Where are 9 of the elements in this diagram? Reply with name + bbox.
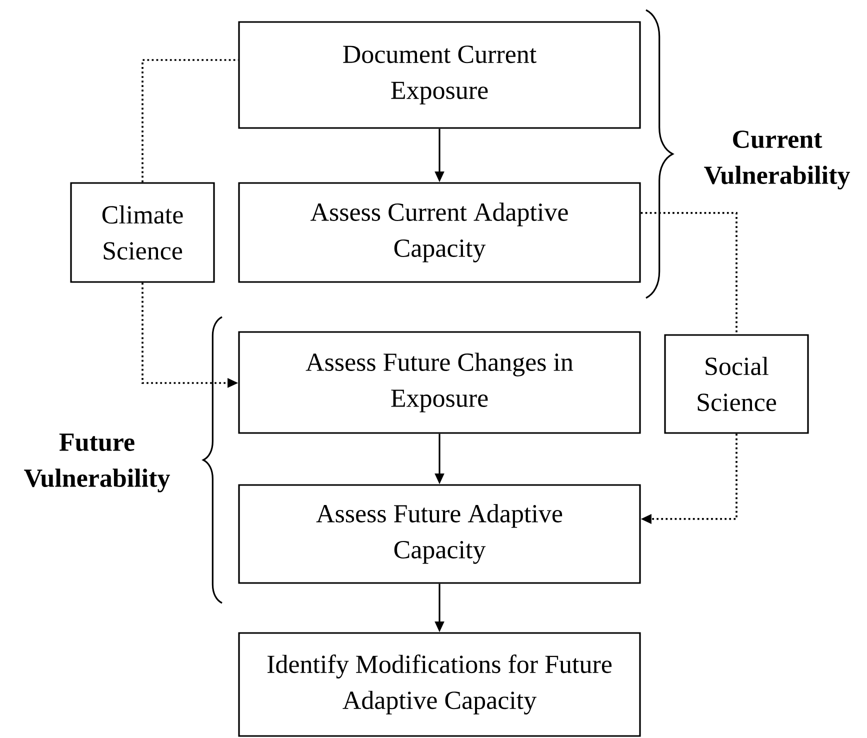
process-box: Social Science bbox=[664, 334, 809, 434]
process-box: Document Current Exposure bbox=[238, 21, 641, 129]
process-box: Assess Future Adaptive Capacity bbox=[238, 484, 641, 584]
brace-label: Future Vulnerability bbox=[24, 434, 170, 492]
process-box: Assess Current Adaptive Capacity bbox=[238, 182, 641, 283]
process-box: Identify Modifications for Future Adaptive Capacity bbox=[238, 632, 641, 737]
process-box: Climate Science bbox=[70, 182, 215, 283]
process-box: Assess Future Changes in Exposure bbox=[238, 331, 641, 434]
brace-label: Current Vulnerability bbox=[704, 130, 850, 190]
